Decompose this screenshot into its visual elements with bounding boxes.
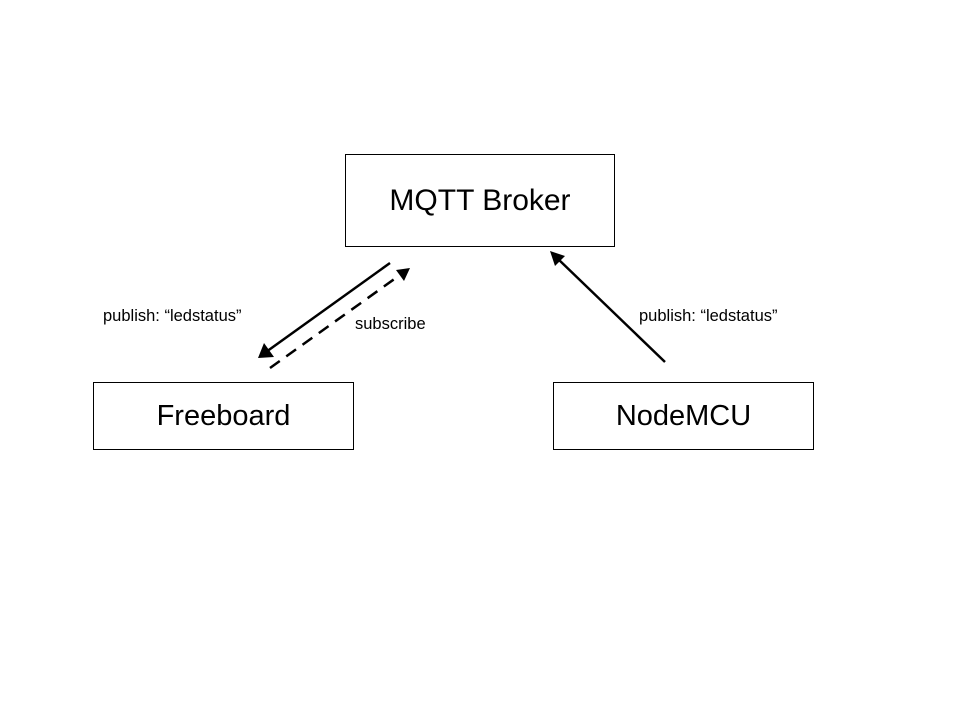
- arrow-broker-to-freeboard: [265, 261, 391, 354]
- arrowhead-freeboard: [258, 343, 274, 358]
- freeboard-node: Freeboard: [93, 382, 354, 450]
- nodemcu-node: NodeMCU: [553, 382, 814, 450]
- freeboard-publish-label: publish: “ledstatus”: [103, 307, 242, 325]
- freeboard-label: Freeboard: [156, 399, 291, 432]
- nodemcu-publish-label: publish: “ledstatus”: [639, 307, 778, 325]
- freeboard-subscribe-label: subscribe: [355, 315, 426, 333]
- mqtt-broker-node: MQTT Broker: [345, 154, 615, 247]
- arrowhead-broker-subscribe: [396, 268, 410, 281]
- nodemcu-label: NodeMCU: [615, 399, 752, 432]
- mqtt-broker-label: MQTT Broker: [389, 183, 571, 217]
- arrowhead-broker-nodemcu: [550, 251, 565, 266]
